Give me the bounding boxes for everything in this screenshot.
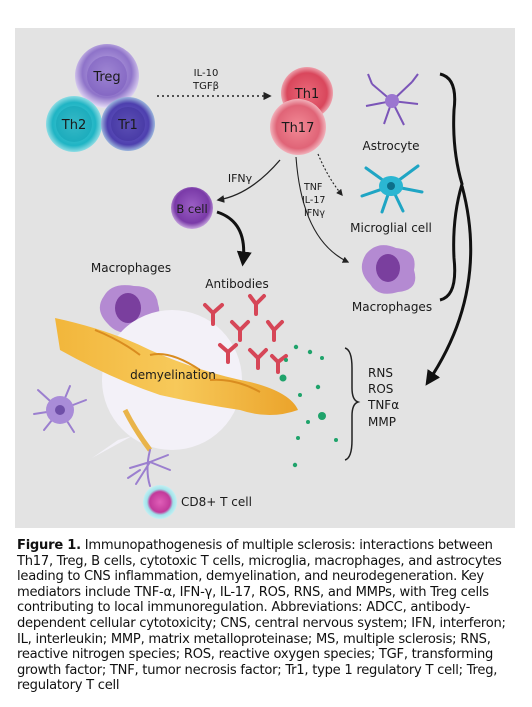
regulatory-cells: Treg Th2 Tr1 bbox=[46, 44, 155, 152]
antibodies-icon bbox=[203, 294, 288, 374]
neuron-icon bbox=[33, 385, 87, 433]
th17-to-astrocyte-arrow bbox=[317, 153, 343, 197]
antibodies-label: Antibodies bbox=[205, 277, 268, 291]
mediator-tnfa: TNFα bbox=[367, 398, 399, 412]
tr1-label: Tr1 bbox=[117, 118, 138, 133]
axon-myelin bbox=[55, 318, 298, 452]
tgfb-label: TGFβ bbox=[192, 81, 219, 92]
caption-prefix: Figure 1. bbox=[17, 538, 81, 553]
cells-bracket bbox=[439, 72, 464, 302]
astrocyte-icon bbox=[365, 73, 419, 126]
macrophages-left-label: Macrophages bbox=[91, 261, 171, 275]
il10-label: IL-10 bbox=[194, 68, 219, 79]
th17-cell bbox=[270, 99, 326, 155]
th17-label: Th17 bbox=[281, 121, 315, 136]
demyelination-label: demyelination bbox=[130, 368, 216, 382]
microglial-cell-label: Microglial cell bbox=[350, 221, 432, 235]
astrocyte-label: Astrocyte bbox=[363, 139, 420, 153]
th1-label: Th1 bbox=[294, 87, 319, 102]
th2-label: Th2 bbox=[61, 118, 86, 133]
tnf-label: TNF bbox=[303, 182, 322, 193]
th17-to-macrophage-arrow bbox=[295, 156, 350, 263]
il17-label: IL-17 bbox=[302, 195, 325, 206]
treg-label: Treg bbox=[92, 70, 120, 85]
cd8-t-cell bbox=[143, 485, 177, 519]
b-cell-arrow bbox=[216, 210, 252, 267]
caption-text: Immunopathogenesis of multiple sclerosis… bbox=[17, 538, 506, 694]
macrophages-right-label: Macrophages bbox=[352, 300, 432, 314]
b-cell-label: B cell bbox=[176, 202, 207, 216]
mediator-mmp: MMP bbox=[368, 415, 396, 429]
mediator-dots bbox=[279, 344, 338, 468]
ifng-arrow bbox=[216, 159, 281, 203]
b-cell bbox=[171, 187, 213, 229]
figure-caption: Figure 1. Immunopathogenesis of multiple… bbox=[17, 538, 517, 694]
macrophage-right-icon bbox=[361, 245, 416, 294]
cd8-t-cell-label: CD8+ T cell bbox=[181, 495, 252, 509]
to-mediators-arrow bbox=[425, 185, 473, 386]
ifng-label: IFNγ bbox=[228, 172, 253, 185]
mediators-bracket bbox=[344, 347, 361, 461]
mediator-rns: RNS bbox=[368, 366, 393, 380]
effector-t-cells: Th1 Th17 bbox=[270, 67, 333, 155]
mediator-ros: ROS bbox=[368, 382, 393, 396]
ifng-small-label: IFNγ bbox=[304, 208, 325, 219]
axon-terminal-icon bbox=[127, 449, 171, 487]
microglial-cell-icon bbox=[360, 164, 424, 214]
